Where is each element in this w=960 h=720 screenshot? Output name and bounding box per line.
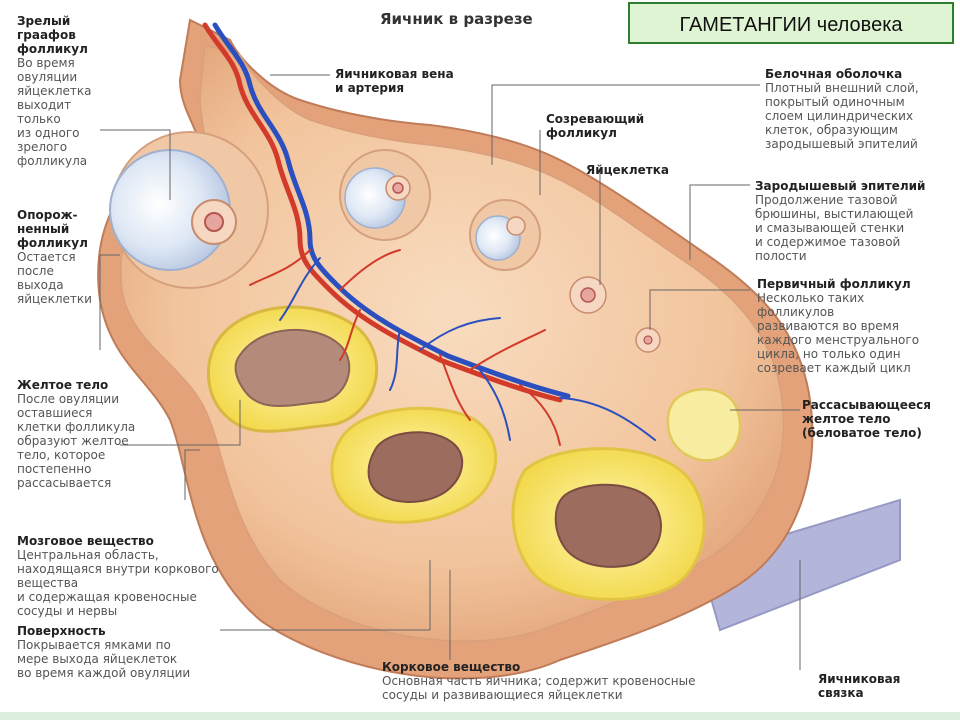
label-description: Во время овуляции яйцеклетка выходит тол… <box>17 56 92 168</box>
label-cortex: Корковое вещество Основная часть яичника… <box>382 660 742 702</box>
label-heading: Корковое вещество <box>382 660 521 674</box>
label-description: Несколько таких фолликулов развиваются в… <box>757 291 920 375</box>
empty-follicle <box>206 305 379 433</box>
label-vein-artery: Яичниковая вена и артерия <box>335 67 475 95</box>
label-heading: Яичниковая вена и артерия <box>335 67 454 95</box>
label-description: Плотный внешний слой, покрытый одиночным… <box>765 81 919 151</box>
label-germinal-epithelium: Зародышевый эпителий Продолжение тазовой… <box>755 179 950 263</box>
label-medulla: Мозговое вещество Центральная область, н… <box>17 534 257 618</box>
label-ovarian-ligament: Яичниковая связка <box>818 672 948 700</box>
ovarian-vessels <box>202 22 656 446</box>
label-mature-follicle: Зрелый граафов фолликул Во время овуляци… <box>17 14 117 168</box>
label-heading: Мозговое вещество <box>17 534 154 548</box>
maturing-follicle-large <box>339 149 431 241</box>
corpus-luteum <box>330 406 498 524</box>
corpus-luteum-large <box>511 447 706 601</box>
label-heading: Зрелый граафов фолликул <box>17 14 88 56</box>
label-description: После овуляции оставшиеся клетки фоллику… <box>17 392 136 490</box>
label-heading: Опорож- ненный фолликул <box>17 208 88 250</box>
label-description: Центральная область, находящаяся внутри … <box>17 548 219 618</box>
header-badge: ГАМЕТАНГИИ человека <box>628 2 954 44</box>
label-heading: Белочная оболочка <box>765 67 903 81</box>
label-description: Основная часть яичника; содержит кровено… <box>382 674 696 702</box>
label-heading: Созревающий фолликул <box>546 112 645 140</box>
label-description: Остается после выхода яйцеклетки <box>17 250 92 306</box>
footer-strip <box>0 712 960 720</box>
corpus-albicans <box>666 388 742 462</box>
label-maturing-follicle: Созревающий фолликул <box>546 112 666 140</box>
label-primary-follicle: Первичный фолликул Несколько таких фолли… <box>757 277 952 375</box>
label-heading: Желтое тело <box>17 378 109 392</box>
label-surface: Поверхность Покрывается ямками по мере в… <box>17 624 227 680</box>
mature-follicle <box>109 131 269 289</box>
label-heading: Яичниковая связка <box>818 672 901 700</box>
ovum-follicle <box>569 276 607 314</box>
leader-lines <box>99 74 801 670</box>
label-corpus-luteum: Желтое тело После овуляции оставшиеся кл… <box>17 378 167 490</box>
label-heading: Яйцеклетка <box>586 163 669 177</box>
label-heading: Зародышевый эпителий <box>755 179 926 193</box>
label-ovum: Яйцеклетка <box>586 163 686 177</box>
label-empty-follicle: Опорож- ненный фолликул Остается после в… <box>17 208 117 306</box>
label-regressing-corpus-luteum: Рассасывающееся желтое тело (беловатое т… <box>802 398 952 440</box>
maturing-follicle <box>469 199 541 271</box>
label-heading: Рассасывающееся желтое тело (беловатое т… <box>802 398 931 440</box>
label-description: Продолжение тазовой брюшины, выстилающей… <box>755 193 914 263</box>
primary-follicle <box>635 327 661 353</box>
label-tunica: Белочная оболочка Плотный внешний слой, … <box>765 67 945 151</box>
label-description: Покрывается ямками по мере выхода яйцекл… <box>17 638 191 680</box>
diagram-title: Яичник в разрезе <box>380 10 533 28</box>
label-heading: Поверхность <box>17 624 106 638</box>
label-heading: Первичный фолликул <box>757 277 911 291</box>
